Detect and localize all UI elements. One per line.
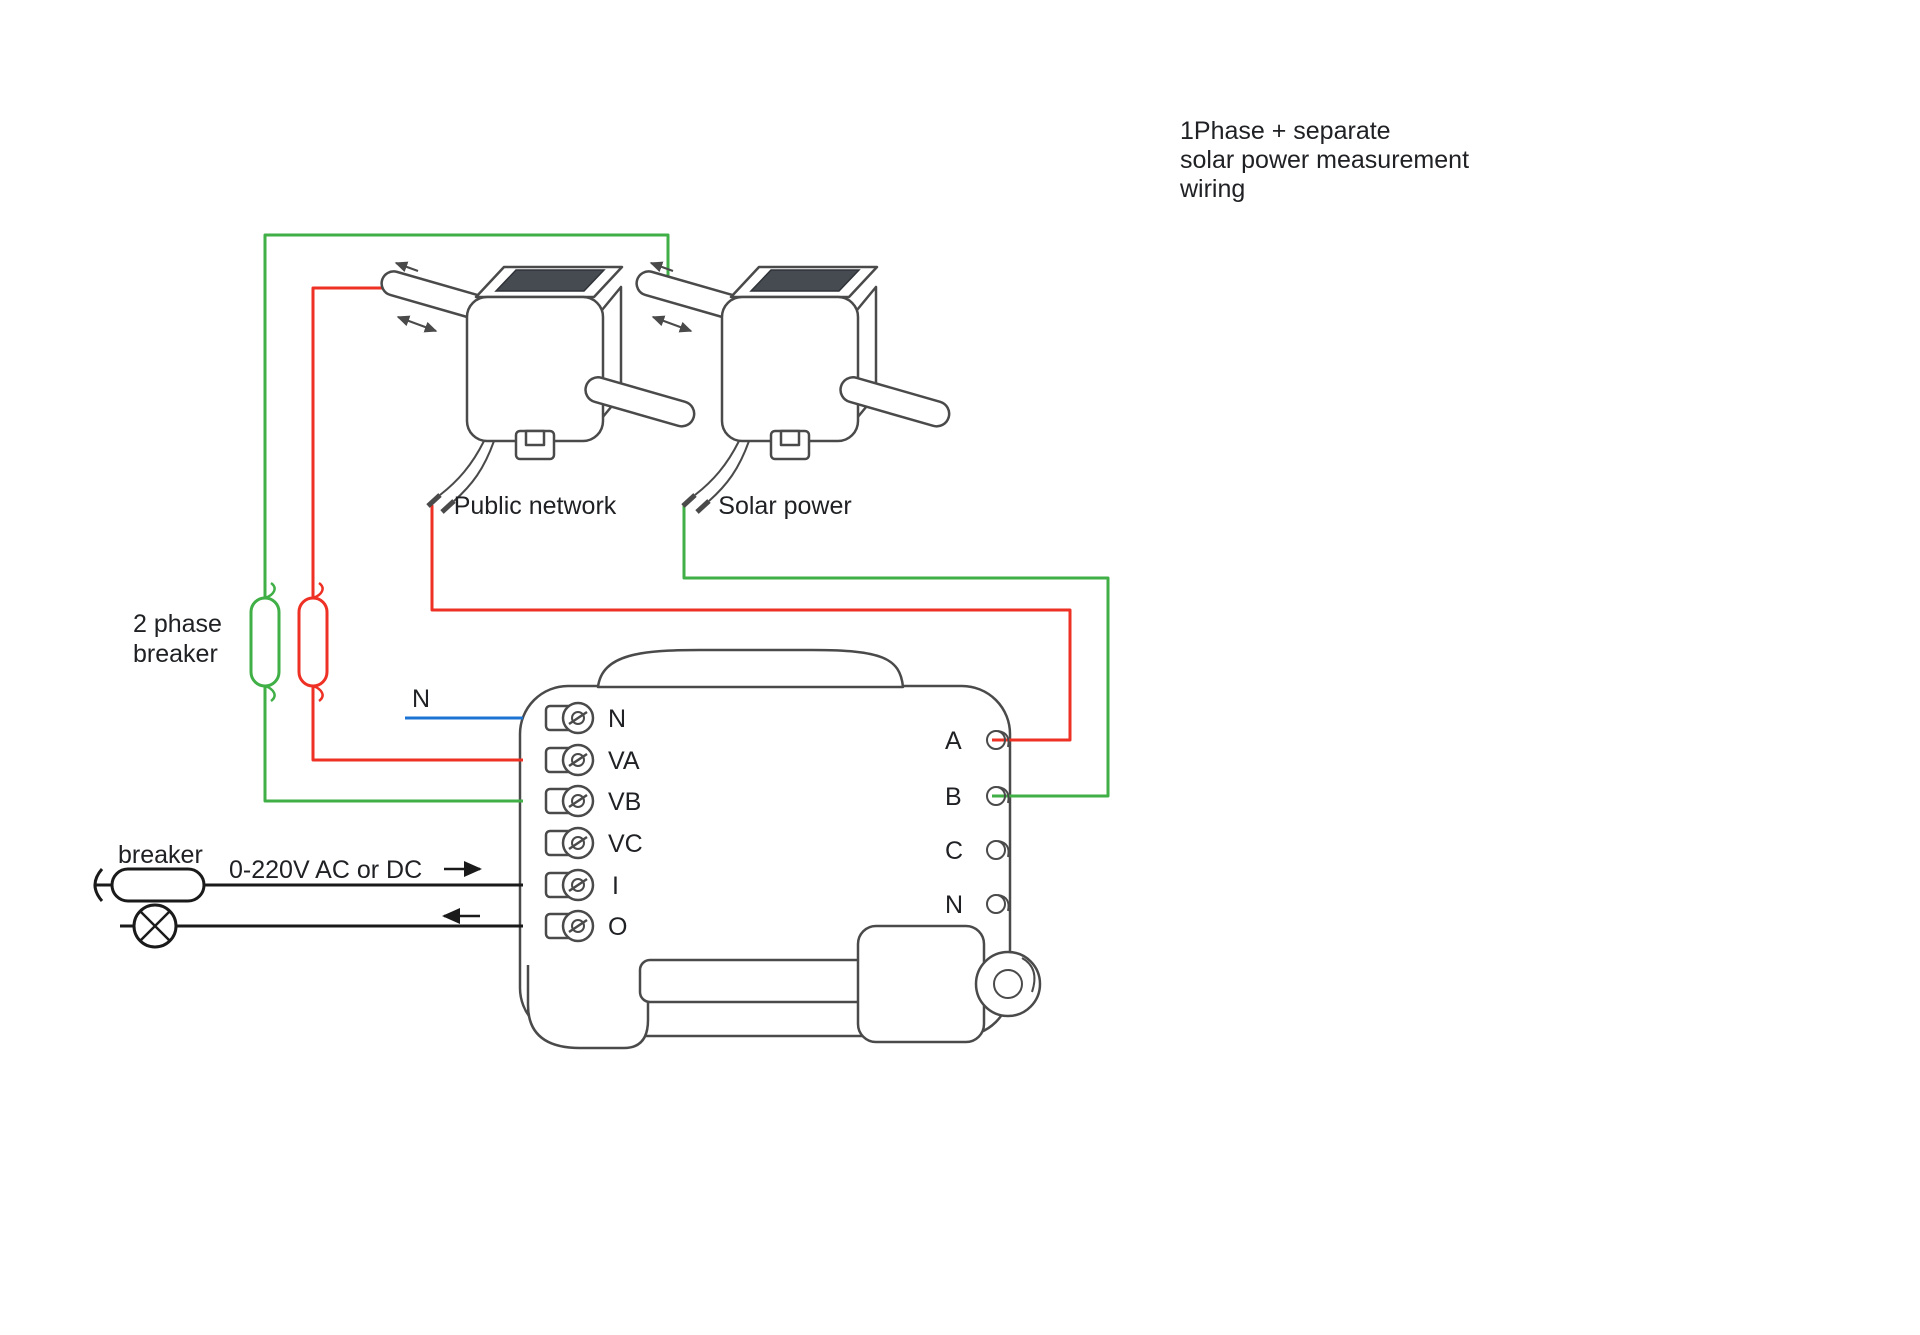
lamp [120, 903, 480, 949]
wire-green-solar-to-b [682, 505, 1110, 798]
two-phase-breaker-label-2: breaker [133, 640, 218, 668]
ac-breaker: breaker 0-220V AC or DC [93, 841, 482, 903]
screw-o [544, 909, 595, 943]
meter-device [518, 648, 1042, 1050]
two-phase-breaker-label-1: 2 phase [133, 610, 222, 638]
title-block: 1Phase + separate solar power measuremen… [1179, 117, 1469, 203]
wire-red-va-to-breaker [311, 684, 523, 762]
ac-breaker-body [110, 867, 206, 903]
wire-green-mains-loop [263, 233, 670, 803]
terminal-label-c: C [945, 837, 963, 865]
meter-cable-duct [638, 958, 872, 1004]
meter-left-terminals: N VA VB VC I O [544, 701, 643, 943]
screw-vb [544, 784, 595, 818]
terminal-label-va: VA [608, 747, 640, 775]
title-line-1: 1Phase + separate [1180, 117, 1391, 145]
title-line-2: solar power measurement [1180, 146, 1469, 174]
two-phase-breaker: 2 phase breaker [133, 581, 329, 703]
terminal-label-o: O [608, 913, 627, 941]
meter-top-dome [596, 648, 905, 689]
voltage-label: 0-220V AC or DC [229, 856, 422, 884]
meter-coil-inner [993, 969, 1023, 999]
lamp-cross-2 [139, 910, 171, 942]
meter-right-terminals: A B C N [945, 727, 1010, 919]
public-ct-symbol [379, 263, 697, 512]
terminal-label-a: A [945, 727, 962, 755]
screw-n [544, 701, 595, 735]
ac-breaker-lead-curve [93, 868, 104, 902]
solar-ct-symbol [634, 263, 952, 512]
wire-red-ct-to-a [430, 505, 1072, 742]
solar-power-label: Solar power [718, 492, 851, 520]
green-breaker-pole [249, 596, 281, 688]
meter-foot [526, 965, 650, 1050]
wire-red-breaker-to-ct [311, 286, 398, 598]
meter-coil-swirl [1021, 957, 1036, 993]
terminal-label-n2: N [945, 891, 963, 919]
meter-coil-outer [974, 950, 1042, 1018]
terminal-label-n: N [608, 705, 626, 733]
screw-va [544, 743, 595, 777]
ac-breaker-label: breaker [118, 841, 203, 869]
red-breaker-pole [297, 596, 329, 688]
neutral-wire-label: N [412, 685, 430, 713]
wires [176, 233, 1110, 928]
screw-vc [544, 826, 595, 860]
public-network-label: Public network [454, 492, 617, 520]
terminal-label-b: B [945, 783, 962, 811]
terminal-label-i: I [612, 872, 619, 900]
public-network-ct: Public network [379, 263, 697, 520]
terminal-label-vb: VB [608, 788, 641, 816]
solar-power-ct: Solar power [634, 263, 952, 520]
screw-i [544, 868, 595, 902]
terminal-label-vc: VC [608, 830, 643, 858]
meter-bottom-clamp [856, 924, 986, 1044]
title-line-3: wiring [1179, 175, 1245, 203]
